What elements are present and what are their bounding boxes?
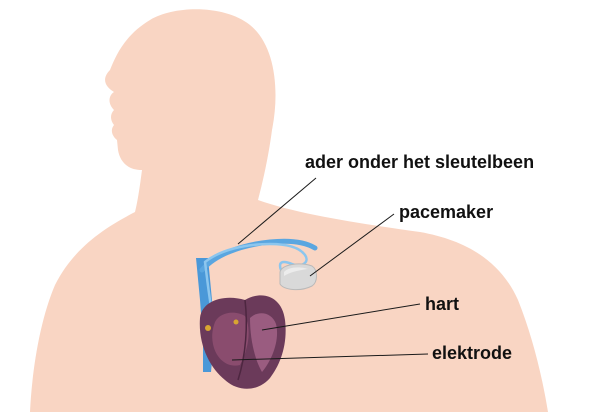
label-pacemaker: pacemaker: [399, 203, 493, 221]
label-subclavian-vein: ader onder het sleutelbeen: [305, 153, 534, 171]
label-heart: hart: [425, 295, 459, 313]
label-electrode: elektrode: [432, 344, 512, 362]
pacemaker-device-icon: [280, 264, 317, 290]
